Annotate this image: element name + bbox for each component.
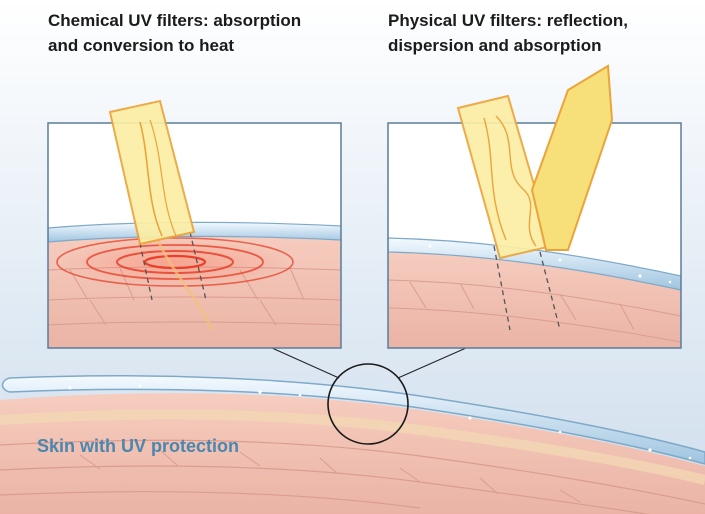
physical-filter-title: Physical UV filters: reflection, dispers… — [388, 8, 698, 58]
chemical-filter-title-line1: Chemical UV filters: absorption — [48, 11, 302, 30]
magnifier — [271, 347, 467, 445]
skin-label: Skin with UV protection — [37, 436, 240, 456]
physical-filter-title-line1: Physical UV filters: reflection, — [388, 11, 628, 30]
chemical-filter-panel — [47, 99, 342, 349]
physical-filter-title-line2: dispersion and absorption — [388, 36, 602, 55]
uv-ray-reflected — [530, 64, 614, 251]
skin-cross-section — [0, 375, 705, 514]
chemical-filter-title-line2: and conversion to heat — [48, 36, 235, 55]
chemical-filter-title: Chemical UV filters: absorption and conv… — [48, 8, 368, 58]
uv-ray-chemical — [108, 99, 196, 246]
heat-rings — [56, 237, 294, 287]
physical-filter-panel — [387, 64, 682, 349]
